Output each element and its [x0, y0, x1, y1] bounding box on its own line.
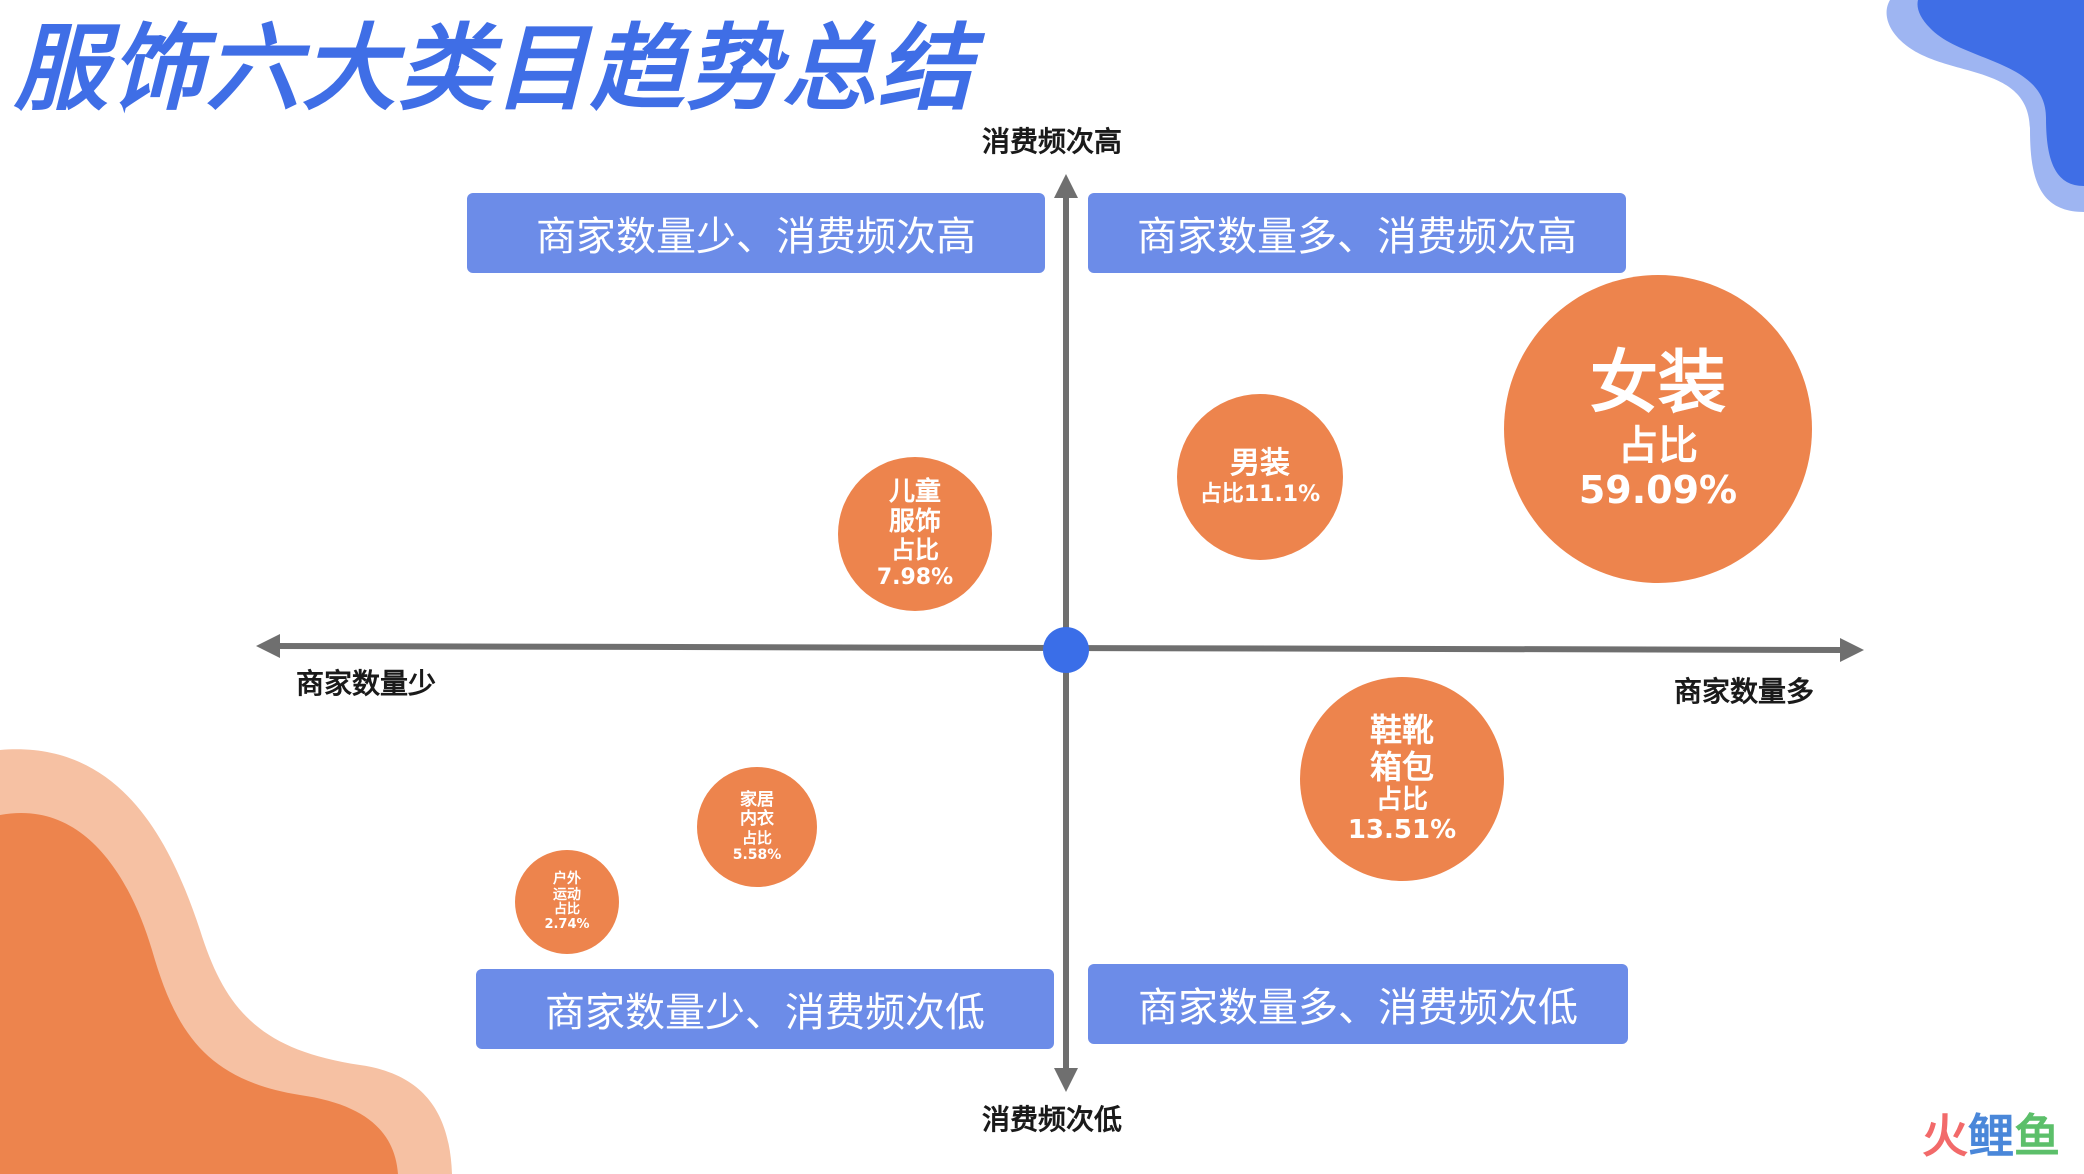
bubble-outdoor-label: 占比	[553, 902, 580, 918]
watermark-part2: 鲤	[1968, 1109, 2014, 1163]
axis-label-right: 商家数量多	[1674, 675, 1815, 708]
bubble-women-label: 占比	[1618, 423, 1698, 470]
bubble-kids-line2: 服饰	[888, 506, 941, 537]
bubble-outdoor-line2: 运动	[553, 887, 581, 904]
top-right-blob-dark	[1917, 0, 2084, 186]
page-title: 服饰六大类目趋势总结	[14, 15, 975, 124]
bubble-shoes-line2: 箱包	[1369, 748, 1434, 787]
bubble-home-line1: 家居	[740, 789, 774, 810]
bubble-shoes-label: 占比	[1375, 784, 1428, 815]
down-arrow-icon	[1054, 1068, 1078, 1092]
bubble-kids: 儿童 服饰 占比 7.98%	[838, 457, 992, 611]
axis-label-left: 商家数量少	[296, 667, 437, 700]
bubble-men: 男装 占比11.1%	[1177, 394, 1343, 560]
bubble-shoes-value: 13.51%	[1347, 814, 1457, 845]
axis-label-top: 消费频次高	[982, 125, 1123, 158]
axis-label-bottom: 消费频次低	[982, 1103, 1123, 1136]
bubble-women-name: 女装	[1589, 344, 1726, 424]
watermark-logo: 火鲤鱼	[1922, 1100, 2060, 1166]
bubble-home-label: 占比	[741, 828, 772, 847]
bubble-home-line2: 内衣	[740, 809, 774, 830]
bubble-outdoor-line1: 户外	[553, 870, 581, 887]
bubble-kids-label: 占比	[891, 536, 939, 565]
bubble-home-value: 5.58%	[732, 847, 782, 864]
bubble-women-value: 59.09%	[1578, 468, 1738, 513]
bubble-shoes-line1: 鞋靴	[1369, 711, 1434, 750]
bubble-women: 女装 占比 59.09%	[1504, 275, 1812, 583]
quadrant-top-left: 商家数量少、消费频次高	[467, 193, 1045, 273]
up-arrow-icon	[1054, 174, 1078, 198]
bubble-home: 家居 内衣 占比 5.58%	[697, 767, 817, 887]
bubble-kids-line1: 儿童	[888, 476, 941, 507]
watermark-part1: 火	[1922, 1109, 1968, 1163]
right-arrow-icon	[1840, 638, 1864, 662]
quadrant-bottom-left: 商家数量少、消费频次低	[476, 969, 1054, 1049]
left-arrow-icon	[256, 634, 280, 658]
bubble-outdoor: 户外 运动 占比 2.74%	[515, 850, 619, 954]
quadrant-top-right: 商家数量多、消费频次高	[1088, 193, 1626, 273]
quadrant-bottom-right: 商家数量多、消费频次低	[1088, 964, 1628, 1044]
bottom-left-blob-dark	[0, 812, 398, 1174]
bubble-men-name: 男装	[1230, 446, 1290, 482]
bubble-kids-value: 7.98%	[876, 565, 954, 591]
bubble-outdoor-value: 2.74%	[544, 917, 590, 933]
origin-dot	[1043, 627, 1089, 673]
bubble-men-value: 占比11.1%	[1199, 481, 1321, 507]
bubble-shoes: 鞋靴 箱包 占比 13.51%	[1300, 677, 1504, 881]
watermark-part3: 鱼	[2014, 1109, 2060, 1163]
